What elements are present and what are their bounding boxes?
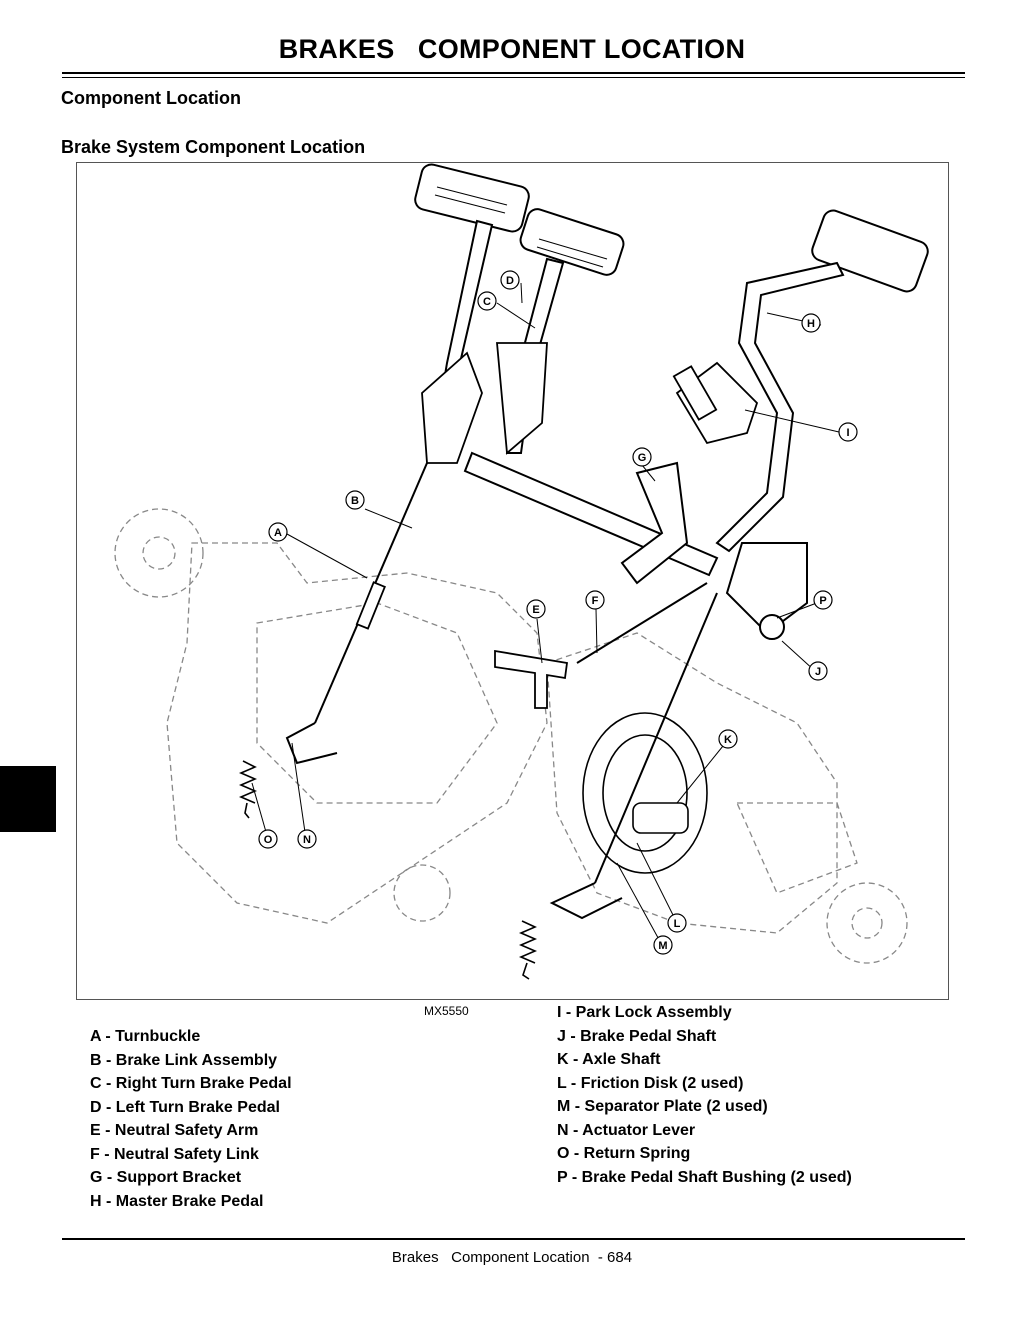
legend-item: I - Park Lock Assembly — [557, 1004, 732, 1021]
legend-item: D - Left Turn Brake Pedal — [90, 1098, 280, 1116]
callout-label-a: A — [274, 527, 282, 539]
pedal-brackets — [421, 342, 548, 464]
legend-item: F - Neutral Safety Link — [90, 1145, 259, 1163]
callout-label-h: H — [807, 318, 815, 330]
brake-links — [285, 462, 718, 920]
return-springs — [238, 760, 538, 980]
callout-f: F — [585, 590, 605, 610]
callout-n: N — [297, 829, 317, 849]
legend-item: N - Actuator Lever — [557, 1121, 696, 1139]
callout-a: A — [268, 522, 288, 542]
legend-item: C - Right Turn Brake Pedal — [90, 1075, 292, 1092]
legend-item: E - Neutral Safety Arm — [90, 1122, 259, 1139]
callout-k: K — [718, 729, 738, 749]
footer-rule — [62, 1238, 965, 1240]
callout-label-k: K — [724, 734, 732, 746]
callout-d: D — [500, 270, 520, 290]
callout-g: G — [632, 447, 652, 467]
transaxle-housing — [114, 508, 548, 924]
callout-label-e: E — [532, 604, 539, 616]
callout-label-n: N — [303, 834, 311, 846]
callout-label-c: C — [483, 296, 491, 308]
callout-l: L — [667, 913, 687, 933]
turnbuckle-and-arm — [355, 581, 569, 709]
callout-c: C — [477, 291, 497, 311]
section-heading: Component Location — [61, 88, 241, 108]
legend-item: L - Friction Disk (2 used) — [557, 1074, 744, 1092]
legend-item: B - Brake Link Assembly — [90, 1051, 278, 1069]
callout-h: H — [801, 313, 821, 333]
legend-left: A - Turnbuckle B - Brake Link Assembly C… — [90, 1025, 292, 1213]
legend-item: K - Axle Shaft — [557, 1051, 661, 1068]
callout-label-f: F — [592, 595, 599, 607]
callout-o: O — [258, 829, 278, 849]
callout-label-d: D — [506, 275, 514, 287]
brake-pedal-shaft — [463, 451, 808, 640]
figure-id: MX5550 — [424, 1004, 469, 1018]
diagram-illustration: A B C D E F G H I J K L M N O P — [114, 163, 929, 980]
callout-j: J — [808, 661, 828, 681]
callout-label-o: O — [264, 834, 273, 846]
pedal-tread — [434, 186, 608, 268]
callout-label-g: G — [638, 452, 647, 464]
callout-m: M — [653, 935, 673, 955]
legend-item: M - Separator Plate (2 used) — [557, 1098, 768, 1115]
park-lock-assembly — [672, 361, 759, 445]
page-footer: Brakes Component Location - 684 — [391, 1249, 633, 1266]
brake-system-diagram: A B C D E F G H I J K L M N O P — [76, 162, 949, 1000]
legend-right: I - Park Lock Assembly J - Brake Pedal S… — [557, 1001, 852, 1189]
callout-label-m: M — [658, 940, 667, 952]
page-title: BRAKES COMPONENT LOCATION — [278, 34, 746, 64]
callout-leaders — [251, 282, 840, 946]
callout-e: E — [526, 599, 546, 619]
header-rule-thin — [62, 77, 965, 78]
master-brake-pedal — [715, 209, 929, 553]
subsection-heading: Brake System Component Location — [61, 137, 366, 157]
legend-item: G - Support Bracket — [90, 1169, 242, 1186]
legend-item: P - Brake Pedal Shaft Bushing (2 used) — [557, 1168, 852, 1186]
callout-p: P — [813, 590, 833, 610]
callout-label-b: B — [351, 495, 359, 507]
brake-disk-assembly — [582, 712, 708, 874]
callout-label-l: L — [674, 918, 681, 930]
legend-item: H - Master Brake Pedal — [90, 1192, 264, 1210]
section-tab-marker — [0, 766, 56, 832]
header-rule — [62, 72, 965, 74]
legend-item: A - Turnbuckle — [90, 1028, 201, 1045]
legend-item: O - Return Spring — [557, 1145, 691, 1162]
callout-b: B — [345, 490, 365, 510]
callout-label-p: P — [819, 595, 826, 607]
callout-label-j: J — [815, 666, 821, 678]
axle-housing-right — [546, 632, 908, 964]
callout-label-i: I — [846, 427, 849, 439]
callout-i: I — [838, 422, 858, 442]
legend-item: J - Brake Pedal Shaft — [557, 1027, 717, 1045]
